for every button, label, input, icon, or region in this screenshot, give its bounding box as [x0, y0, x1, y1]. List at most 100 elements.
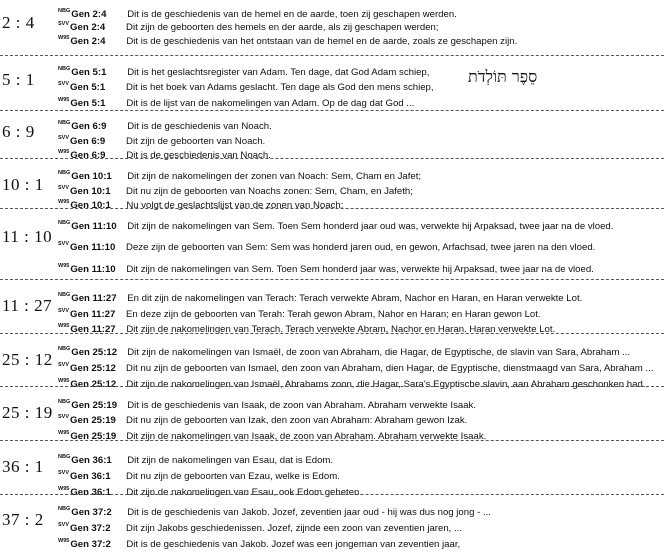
- book-reference: Gen 37:2: [71, 507, 112, 518]
- verse-reference: 25 : 12: [2, 350, 53, 369]
- book-reference: Gen 36:1: [71, 455, 112, 466]
- translation-version-label: W95: [58, 35, 70, 41]
- book-reference: Gen 6:9: [71, 121, 107, 132]
- verse-text: Dit is de geschiedenis van het ontstaan …: [126, 36, 518, 47]
- verse-text: Dit is het geslachtsregister van Adam. T…: [127, 67, 430, 78]
- verse-text: Dit zijn de nakomelingen van Isaak, de z…: [126, 431, 487, 442]
- translation-line: NBGGen 11:27 En dit zijn de nakomelingen …: [58, 290, 582, 304]
- book-reference: Gen 2:4: [70, 22, 106, 33]
- verse-text: En deze zijn de geboorten van Terah: Ter…: [126, 309, 541, 320]
- verse-text: Dit zijn de nakomelingen van Sem. Toen S…: [126, 264, 594, 275]
- verse-text: Deze zijn de geboorten van Sem: Sem was …: [126, 242, 596, 253]
- book-reference: Gen 11:10: [70, 264, 116, 275]
- hebrew-heading: סֵפֶר תּוֹלְדֹת: [468, 67, 538, 86]
- translation-version-label: NBG: [58, 170, 71, 176]
- book-reference: Gen 25:12: [70, 363, 116, 374]
- translation-version-label: W95: [58, 430, 70, 436]
- translation-line: W95Gen 11:27 Dit zijn de nakomelingen van…: [58, 321, 555, 335]
- translation-line: NBGGen 25:19 Dit is de geschiedenis van I…: [58, 397, 476, 411]
- translation-line: SVVGen 5:1 Dit is het boek van Adams gesl…: [58, 79, 434, 93]
- translation-version-label: SVV: [58, 21, 70, 27]
- verse-reference: 10 : 1: [2, 175, 44, 194]
- book-reference: Gen 37:2: [70, 539, 111, 550]
- translation-line: SVVGen 6:9 Dit zijn de geboorten van Noac…: [58, 133, 265, 147]
- verse-text: Dit nu zijn de geboorten van Izak, den z…: [126, 415, 468, 426]
- verse-reference: 2 : 4: [2, 13, 35, 32]
- book-reference: Gen 11:27: [71, 293, 117, 304]
- verse-text: Dit nu zijn de geboorten van Noachs zone…: [126, 186, 413, 197]
- verse-text: Dit zijn de geboorten van Noach.: [126, 136, 266, 147]
- section-divider: [0, 386, 664, 387]
- verse-text: Dit zijn de nakomelingen van Terach. Ter…: [126, 324, 556, 335]
- book-reference: Gen 5:1: [70, 98, 106, 109]
- verse-text: Dit zijn Jakobs geschiedenissen. Jozef, …: [126, 523, 462, 534]
- verse-text: Dit zijn de nakomelingen van Esau, ook E…: [126, 487, 363, 498]
- section-divider: [0, 333, 664, 334]
- translation-version-label: NBG: [58, 506, 71, 512]
- verse-text: Dit is de geschiedenis van Jakob. Jozef,…: [127, 507, 491, 518]
- translation-version-label: NBG: [58, 66, 71, 72]
- section-divider: [0, 279, 664, 280]
- section-divider: [0, 110, 664, 111]
- book-reference: Gen 37:2: [70, 523, 111, 534]
- translation-line: W95Gen 37:2 Dit is de geschiedenis van Ja…: [58, 536, 460, 550]
- book-reference: Gen 11:27: [70, 324, 116, 335]
- translation-version-label: W95: [58, 323, 70, 329]
- translation-version-label: SVV: [58, 135, 70, 141]
- translation-version-label: SVV: [58, 185, 70, 191]
- verse-text: Dit is de geschiedenis van Noach.: [126, 150, 271, 161]
- verse-text: Dit zijn de nakomelingen van Ismaël, Abr…: [126, 379, 646, 390]
- verse-text: Dit is de lijst van de nakomelingen van …: [126, 98, 415, 109]
- verse-text: Dit is de geschiedenis van Isaak, de zoo…: [127, 400, 477, 411]
- translation-line: W95Gen 2:4 Dit is de geschiedenis van het…: [58, 33, 517, 47]
- book-reference: Gen 2:4: [71, 9, 107, 20]
- translation-version-label: SVV: [58, 81, 70, 87]
- book-reference: Gen 10:1: [70, 200, 111, 211]
- verse-text: En dit zijn de nakomelingen van Terach: …: [127, 293, 583, 304]
- verse-text: Dit zijn de nakomelingen van Esau, dat i…: [127, 455, 334, 466]
- translation-version-label: W95: [58, 538, 70, 544]
- verse-text: Dit is het boek van Adams geslacht. Ten …: [126, 82, 434, 93]
- verse-text: Nu volgt de geslachtslijst van de zonen …: [126, 200, 344, 211]
- translation-version-label: NBG: [58, 399, 71, 405]
- verse-text: Dit zijn de nakomelingen van Sem. Toen S…: [127, 221, 614, 232]
- verse-reference: 36 : 1: [2, 457, 44, 476]
- translation-line: W95Gen 25:19 Dit zijn de nakomelingen van…: [58, 428, 486, 442]
- translation-version-label: W95: [58, 378, 70, 384]
- verse-text: Dit is de geschiedenis van de hemel en d…: [127, 9, 457, 20]
- translation-version-label: NBG: [58, 346, 71, 352]
- translation-version-label: NBG: [58, 292, 71, 298]
- book-reference: Gen 11:27: [70, 309, 116, 320]
- book-reference: Gen 11:10: [70, 242, 116, 253]
- book-reference: Gen 2:4: [70, 36, 106, 47]
- verse-text: Dit nu zijn de geboorten van Ezau, welke…: [126, 471, 340, 482]
- book-reference: Gen 10:1: [70, 186, 111, 197]
- book-reference: Gen 25:19: [70, 415, 116, 426]
- verse-text: Dit is de geschiedenis van Jakob. Jozef …: [126, 539, 461, 550]
- book-reference: Gen 25:12: [70, 379, 117, 390]
- book-reference: Gen 25:19: [71, 400, 118, 411]
- translation-version-label: NBG: [58, 220, 71, 226]
- translation-version-label: SVV: [58, 522, 70, 528]
- verse-reference: 5 : 1: [2, 70, 35, 89]
- book-reference: Gen 5:1: [70, 82, 106, 93]
- translation-line: SVVGen 37:2 Dit zijn Jakobs geschiedeniss…: [58, 520, 462, 534]
- book-reference: Gen 25:19: [70, 431, 117, 442]
- book-reference: Gen 6:9: [70, 136, 106, 147]
